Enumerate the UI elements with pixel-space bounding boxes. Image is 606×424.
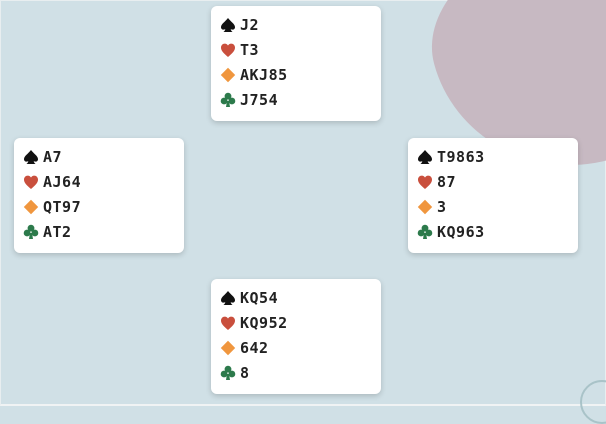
diamond-icon — [219, 339, 237, 357]
cards-spades: T9863 — [437, 147, 485, 166]
suit-row-hearts: 87 — [416, 169, 578, 194]
spade-icon — [219, 16, 237, 34]
cards-hearts: T3 — [240, 40, 260, 59]
heart-icon — [219, 314, 237, 332]
cards-hearts: 87 — [437, 172, 457, 191]
suit-row-hearts: T3 — [219, 37, 381, 62]
heart-icon — [219, 41, 237, 59]
cards-spades: KQ54 — [240, 288, 279, 307]
club-icon — [416, 223, 434, 241]
cards-hearts: KQ952 — [240, 313, 288, 332]
cards-diamonds: QT97 — [43, 197, 82, 216]
cards-clubs: AT2 — [43, 222, 72, 241]
cards-hearts: AJ64 — [43, 172, 82, 191]
cards-clubs: 8 — [240, 363, 250, 382]
suit-row-diamonds: 642 — [219, 335, 381, 360]
heart-icon — [22, 173, 40, 191]
hand-north: J2 T3 AKJ85 J754 — [211, 6, 381, 121]
suit-row-spades: KQ54 — [219, 285, 381, 310]
suit-row-spades: T9863 — [416, 144, 578, 169]
hand-west: A7 AJ64 QT97 AT2 — [14, 138, 184, 253]
hand-east: T9863 87 3 KQ963 — [408, 138, 578, 253]
suit-row-clubs: AT2 — [22, 219, 184, 244]
spade-icon — [219, 289, 237, 307]
cards-spades: J2 — [240, 15, 260, 34]
spade-icon — [22, 148, 40, 166]
suit-row-diamonds: 3 — [416, 194, 578, 219]
cards-diamonds: 3 — [437, 197, 447, 216]
suit-row-clubs: KQ963 — [416, 219, 578, 244]
club-icon — [22, 223, 40, 241]
suit-row-clubs: 8 — [219, 360, 381, 385]
cards-diamonds: AKJ85 — [240, 65, 288, 84]
cards-clubs: KQ963 — [437, 222, 485, 241]
suit-row-clubs: J754 — [219, 87, 381, 112]
suit-row-hearts: KQ952 — [219, 310, 381, 335]
cards-diamonds: 642 — [240, 338, 269, 357]
club-icon — [219, 364, 237, 382]
spade-icon — [416, 148, 434, 166]
suit-row-diamonds: AKJ85 — [219, 62, 381, 87]
cards-spades: A7 — [43, 147, 63, 166]
suit-row-spades: A7 — [22, 144, 184, 169]
suit-row-hearts: AJ64 — [22, 169, 184, 194]
suit-row-diamonds: QT97 — [22, 194, 184, 219]
heart-icon — [416, 173, 434, 191]
club-icon — [219, 91, 237, 109]
diamond-icon — [416, 198, 434, 216]
diamond-icon — [22, 198, 40, 216]
cards-clubs: J754 — [240, 90, 279, 109]
suit-row-spades: J2 — [219, 12, 381, 37]
hand-south: KQ54 KQ952 642 8 — [211, 279, 381, 394]
diamond-icon — [219, 66, 237, 84]
